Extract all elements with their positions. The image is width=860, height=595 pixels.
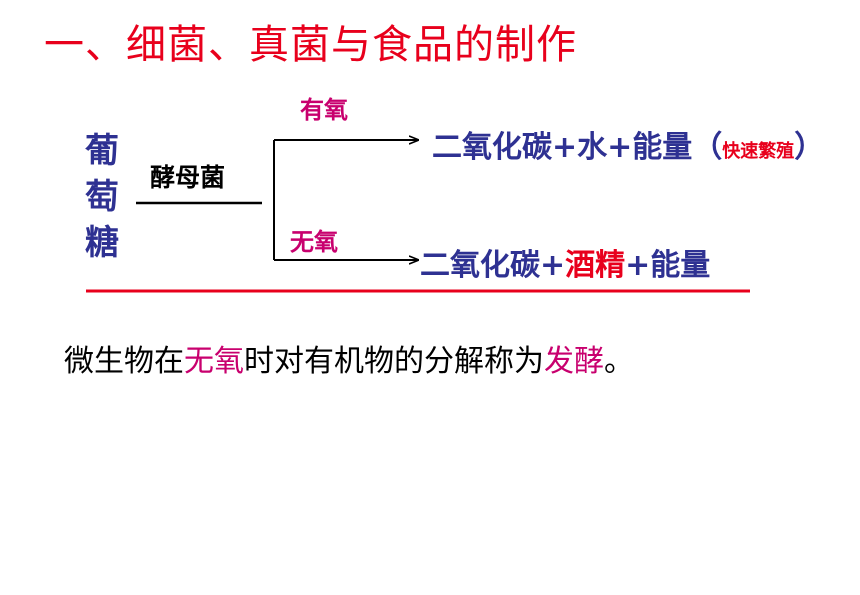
organism-label: 酵母菌 (150, 163, 226, 192)
anaerobic-products: 二氧化碳+酒精+能量 (420, 240, 710, 284)
source-glucose: 葡萄糖 (85, 131, 119, 263)
anaerobic-products-part1: 二氧化碳+ (420, 248, 566, 283)
anaerobic-products-alcohol: 酒精 (565, 248, 626, 283)
anaerobic-products-part3: +能量 (625, 248, 711, 283)
note-close-paren: ） (794, 130, 825, 165)
branch-anaerobic-label: 无氧 (290, 228, 338, 256)
definition-sentence: 微生物在无氧时对有机物的分解称为发酵。 (64, 336, 634, 380)
sentence-part1: 微生物在 (64, 344, 184, 379)
sentence-part3: 。 (604, 344, 634, 379)
aerobic-products-main: 二氧化碳+水+能量 (432, 130, 693, 165)
sentence-part2: 时对有机物的分解称为 (244, 344, 544, 379)
slide-title: 一、细菌、真菌与食品的制作 (44, 22, 577, 68)
aerobic-products: 二氧化碳+水+能量（快速繁殖） (432, 122, 824, 166)
branch-aerobic-label: 有氧 (300, 96, 348, 124)
note-rapid-reproduction: 快速繁殖 (722, 141, 795, 162)
sentence-highlight-fermentation: 发酵 (544, 344, 604, 379)
note-open-paren: （ (692, 130, 723, 165)
sentence-highlight-anaerobic: 无氧 (184, 344, 244, 379)
